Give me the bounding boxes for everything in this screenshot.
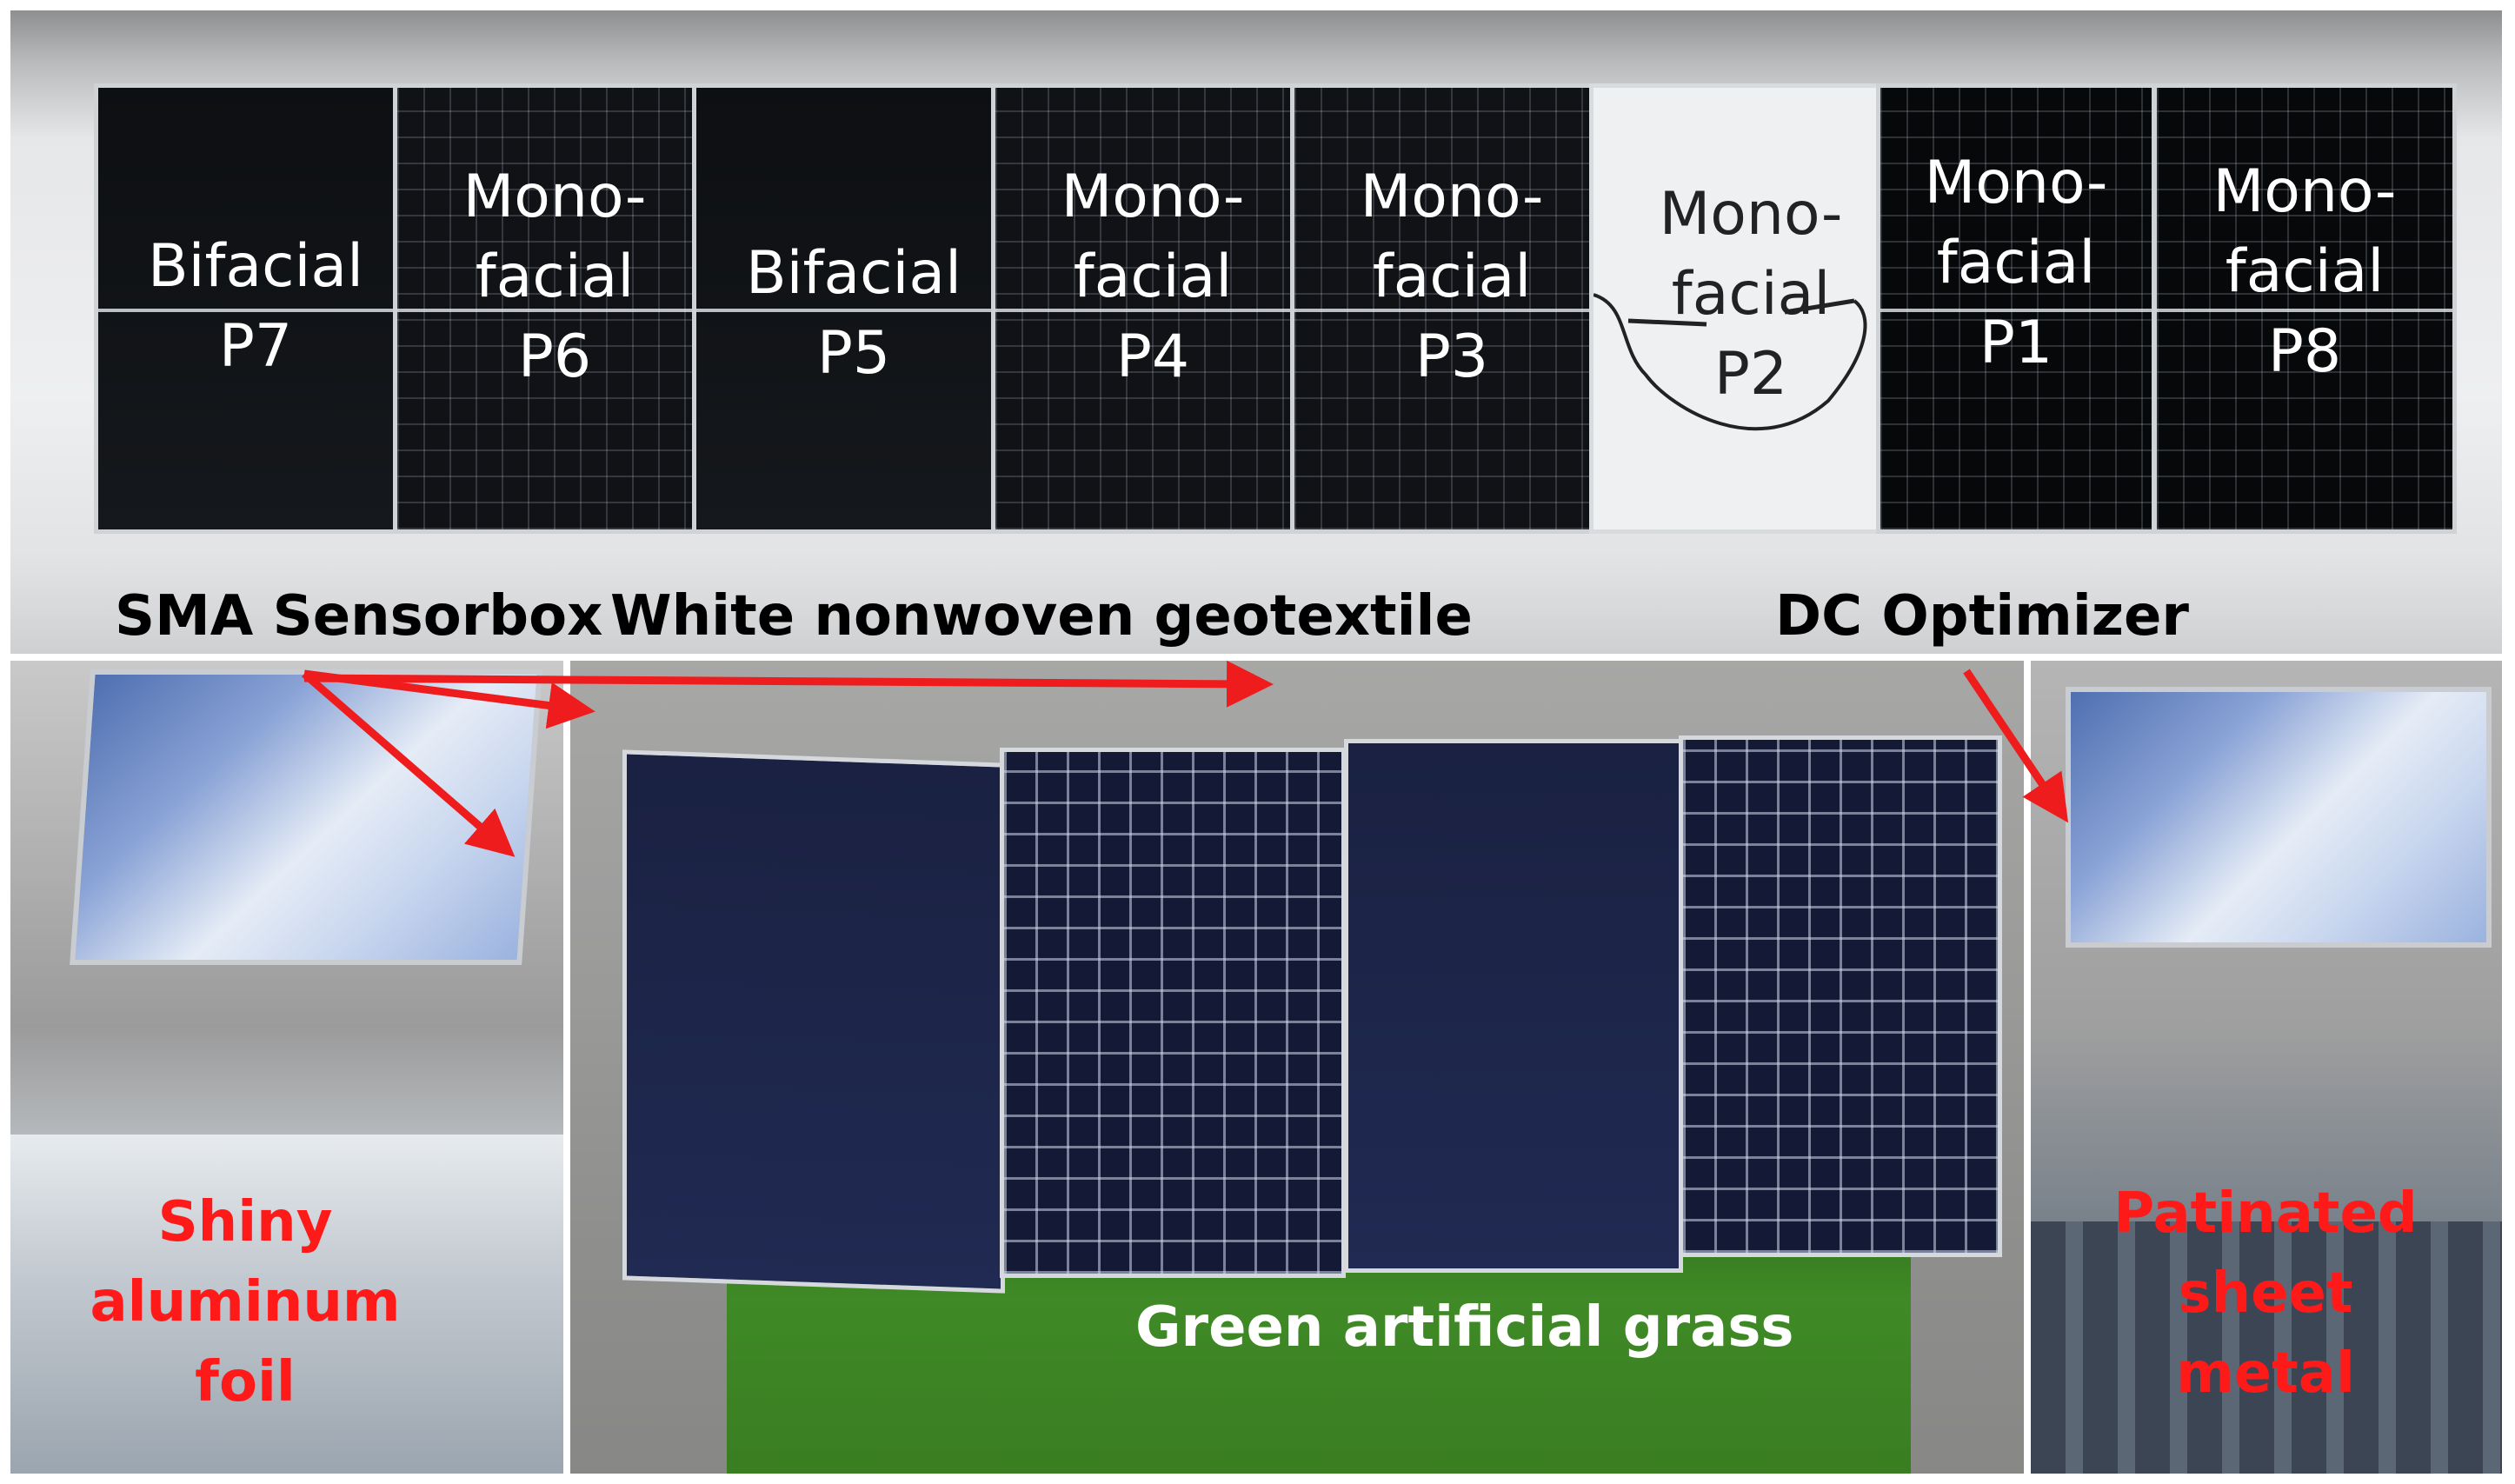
module-p2: Mono- facial P2 bbox=[1589, 83, 1913, 534]
module-label-line: facial bbox=[475, 243, 635, 311]
module-label-line: P7 bbox=[218, 312, 293, 381]
module-blue-4 bbox=[1679, 735, 2002, 1257]
module-label-line: facial bbox=[1671, 260, 1831, 329]
module-busbar bbox=[1294, 309, 1609, 312]
module-p8-label: Mono- facial P8 bbox=[2157, 152, 2452, 392]
foil-caption-line: aluminum bbox=[90, 1270, 401, 1334]
module-label-line: P2 bbox=[1713, 340, 1788, 409]
module-busbar bbox=[995, 309, 1310, 312]
module-busbar bbox=[397, 309, 712, 312]
arrow-to-dc-optimizer bbox=[1963, 669, 2069, 823]
module-p1: Mono- facial P1 bbox=[1876, 83, 2156, 534]
module-busbar bbox=[696, 309, 1011, 312]
module-p4: Mono- facial P4 bbox=[991, 83, 1314, 534]
module-p7: Bifacial P7 bbox=[94, 83, 417, 534]
module-label-line: Mono- bbox=[1659, 180, 1843, 249]
module-label-line: Mono- bbox=[1360, 163, 1544, 231]
sheet-metal-caption-line: Patinated bbox=[2113, 1181, 2418, 1246]
arrow-to-sensorbox-left bbox=[302, 670, 516, 857]
module-busbar bbox=[2157, 309, 2452, 312]
module-p4-label: Mono- facial P4 bbox=[995, 157, 1310, 397]
left-photo-aluminum-foil: Shiny aluminum foil bbox=[10, 661, 563, 1474]
module-label-line: Mono- bbox=[2212, 157, 2397, 226]
right-photo-sheet-metal: Patinated sheet metal bbox=[2031, 661, 2502, 1474]
module-p5-label: Bifacial P5 bbox=[696, 234, 1011, 394]
module-label-line: Mono- bbox=[462, 163, 647, 231]
foil-caption-line: foil bbox=[195, 1350, 296, 1414]
module-p6: Mono- facial P6 bbox=[393, 83, 716, 534]
module-label-line: Mono- bbox=[1061, 163, 1245, 231]
sensorbox-caption: SMA Sensorbox bbox=[115, 584, 603, 649]
module-p3-label: Mono- facial P3 bbox=[1294, 157, 1609, 397]
module-label-line: facial bbox=[1073, 243, 1233, 311]
geotextile-caption: White nonwoven geotextile bbox=[610, 584, 1473, 649]
module-label-line: P8 bbox=[2267, 317, 2342, 386]
optimizer-cable bbox=[1593, 293, 1867, 431]
module-p7-label: Bifacial P7 bbox=[98, 227, 413, 387]
module-label-line: facial bbox=[1372, 243, 1532, 311]
module-label-line: Bifacial bbox=[746, 239, 961, 308]
module-label-line: Mono- bbox=[1924, 149, 2108, 217]
module-p8: Mono- facial P8 bbox=[2152, 83, 2457, 534]
module-p3: Mono- facial P3 bbox=[1290, 83, 1613, 534]
aluminum-foil-ground bbox=[10, 1135, 563, 1474]
module-p2-label: Mono- facial P2 bbox=[1593, 175, 1908, 415]
module-label-line: P4 bbox=[1115, 323, 1190, 391]
foil-caption: Shiny aluminum foil bbox=[63, 1182, 428, 1422]
sheet-metal-caption-line: metal bbox=[2176, 1341, 2355, 1406]
top-photo-geotextile: Bifacial P7 Mono- facial P6 Bifacial P5 … bbox=[10, 10, 2502, 654]
grass-caption: Green artificial grass bbox=[1135, 1295, 1794, 1360]
middle-photo-artificial-grass: Green artificial grass bbox=[570, 661, 2024, 1474]
module-label-line: facial bbox=[2225, 237, 2385, 306]
module-label-line: P1 bbox=[1979, 309, 2053, 377]
module-p6-label: Mono- facial P6 bbox=[397, 157, 712, 397]
foil-caption-line: Shiny bbox=[157, 1190, 333, 1254]
sheet-metal-caption-line: sheet bbox=[2178, 1261, 2353, 1326]
optimizer-caption: DC Optimizer bbox=[1775, 584, 2189, 649]
module-blue-2 bbox=[1000, 748, 1346, 1278]
arrow-to-sensorbox-center bbox=[303, 660, 1274, 708]
module-p5: Bifacial P5 bbox=[692, 83, 1015, 534]
sheet-metal-ground bbox=[2031, 1221, 2502, 1474]
module-label-line: Bifacial bbox=[148, 232, 363, 301]
module-label-line: P6 bbox=[517, 323, 592, 391]
module-blue-3 bbox=[1344, 739, 1683, 1273]
module-busbar bbox=[98, 309, 413, 312]
module-p1-label: Mono- facial P1 bbox=[1880, 143, 2152, 383]
module-label-line: P3 bbox=[1414, 323, 1489, 391]
module-label-line: facial bbox=[1936, 229, 2096, 297]
module-busbar bbox=[1880, 309, 2152, 312]
sheet-metal-caption: Patinated sheet metal bbox=[2083, 1174, 2448, 1414]
module-label-line: P5 bbox=[816, 319, 891, 388]
